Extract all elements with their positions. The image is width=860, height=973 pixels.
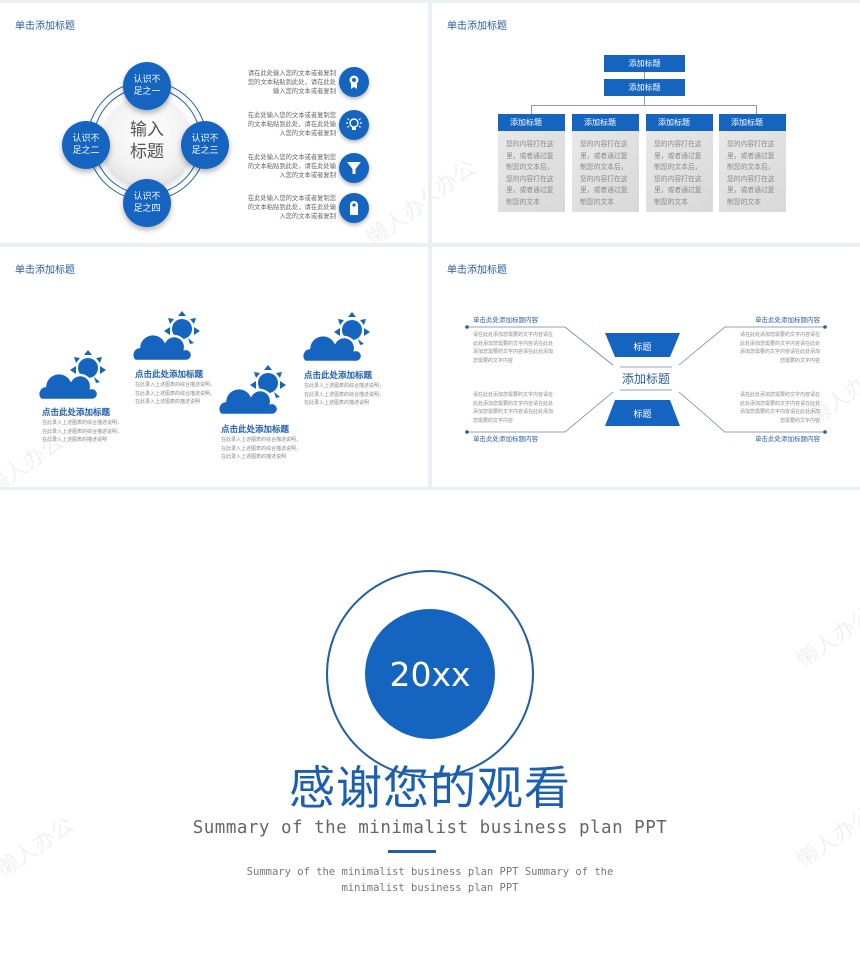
cloud-sun-icon bbox=[300, 312, 370, 364]
org-card-head[interactable]: 添加标题 bbox=[719, 114, 786, 131]
quadrant-body[interactable]: 请在此处添加您需要的文字内容请在此处添加您需要的文字内容请在此处添加您需要的文字… bbox=[739, 392, 820, 424]
summary-description[interactable]: Summary of the minimalist business plan … bbox=[246, 866, 614, 894]
cloud-desc[interactable]: 在此录入上述图表的综合描述说明，在此录入上述图表的综合描述说明，在此录入上述图表… bbox=[304, 383, 385, 406]
quadrant-body[interactable]: 请在此处添加您需要的文字内容请在此处添加您需要的文字内容请在此处添加您需要的文字… bbox=[473, 332, 554, 364]
item-text-4[interactable]: 在此处输入您的文本或者复制您 的文本粘贴到此处，请在此处输 入您的文本或者复制 bbox=[247, 195, 336, 220]
quadrant-heading[interactable]: 单击此处添加标题内容 bbox=[473, 316, 538, 324]
item-text-2[interactable]: 在此处输入您的文本或者复制您 的文本粘贴到此处，请在此处输 入您的文本或者复制 bbox=[247, 112, 336, 137]
bubble-1[interactable]: 认识不足之一 bbox=[123, 62, 171, 110]
org-card-head[interactable]: 添加标题 bbox=[646, 114, 713, 131]
slide-title[interactable]: 单击添加标题 bbox=[447, 21, 507, 32]
center-label[interactable]: 输入 标题 bbox=[130, 120, 164, 162]
award-ribbon-icon bbox=[339, 67, 369, 97]
funnel-icon bbox=[339, 153, 369, 183]
org-card-body[interactable]: 您的内容打在这里，或者通过复制您的文本后，您的内容打在这里，或者通过复制您的文本 bbox=[572, 131, 639, 212]
slide-grid: 单击添加标题 输入 标题 认识不足之一 认识不足之二 认识不足之三 认识不足之四… bbox=[0, 0, 860, 490]
watermark: 懒人办公 bbox=[362, 180, 428, 243]
summary-subtitle[interactable]: Summary of the minimalist business plan … bbox=[192, 818, 668, 838]
cloud-heading[interactable]: 点击此处添加标题 bbox=[304, 371, 373, 381]
watermark: 懒人办公 bbox=[432, 155, 481, 227]
connector-lines bbox=[465, 325, 827, 434]
center-disk bbox=[102, 96, 192, 186]
cloud-heading[interactable]: 点击此处添加标题 bbox=[42, 408, 111, 418]
divider bbox=[388, 850, 436, 853]
item-text-3[interactable]: 在此处输入您的文本或者复制您 的文本粘贴到此处，请在此处输 入您的文本或者复制 bbox=[247, 154, 336, 179]
bubble-4[interactable]: 认识不足之四 bbox=[123, 179, 171, 227]
slide-thank-you[interactable]: 20xx 感谢您的观看 Summary of the minimalist bu… bbox=[0, 490, 860, 973]
slide-title[interactable]: 单击添加标题 bbox=[447, 265, 507, 276]
lightbulb-icon bbox=[339, 110, 369, 140]
cloud-heading[interactable]: 点击此处添加标题 bbox=[135, 370, 204, 380]
thank-you-title[interactable]: 感谢您的观看 bbox=[289, 761, 571, 815]
bottom-trapezoid bbox=[605, 400, 680, 426]
year-text[interactable]: 20xx bbox=[389, 654, 471, 694]
year-badge: 20xx bbox=[365, 609, 495, 739]
org-card-head[interactable]: 添加标题 bbox=[498, 114, 565, 131]
cloud-desc[interactable]: 在此录入上述图表的综合描述说明，在此录入上述图表的综合描述说明，在此录入上述图表… bbox=[42, 420, 123, 443]
org-top-box[interactable]: 添加标题 bbox=[604, 55, 685, 72]
slide-title[interactable]: 单击添加标题 bbox=[15, 265, 75, 276]
connector bbox=[756, 105, 757, 114]
connector bbox=[531, 105, 532, 114]
org-card-head[interactable]: 添加标题 bbox=[572, 114, 639, 131]
connector bbox=[644, 96, 645, 105]
quadrant-body[interactable]: 请在此处添加您需要的文字内容请在此处添加您需要的文字内容请在此处添加您需要的文字… bbox=[473, 392, 554, 424]
org-second-box[interactable]: 添加标题 bbox=[604, 79, 685, 96]
cloud-heading[interactable]: 点击此处添加标题 bbox=[221, 425, 290, 435]
slide-cycle-diagram[interactable]: 单击添加标题 输入 标题 认识不足之一 认识不足之二 认识不足之三 认识不足之四… bbox=[0, 3, 428, 243]
item-text-1[interactable]: 请在此处输入您的文本或者复制 您的文本粘贴到此处，请在此处 输入您的文本或者复制 bbox=[247, 70, 336, 95]
cloud-sun-icon bbox=[130, 311, 200, 363]
org-card-body[interactable]: 您的内容打在这里，或者通过复制您的文本后，您的内容打在这里，或者通过复制您的文本 bbox=[719, 131, 786, 212]
quadrant-heading[interactable]: 单击此处添加标题内容 bbox=[755, 435, 820, 443]
bubble-3[interactable]: 认识不足之三 bbox=[181, 121, 229, 169]
cloud-sun-icon bbox=[36, 350, 106, 402]
org-card-body[interactable]: 您的内容打在这里，或者通过复制您的文本后，您的内容打在这里，或者通过复制您的文本 bbox=[646, 131, 713, 212]
watermark: 懒人办公 bbox=[792, 602, 860, 674]
door-hanger-icon bbox=[339, 193, 369, 223]
cloud-desc[interactable]: 在此录入上述图表的综合描述说明，在此录入上述图表的综合描述说明，在此录入上述图表… bbox=[135, 382, 216, 405]
bottom-trapezoid-label[interactable]: 标题 bbox=[633, 410, 652, 420]
connector-horizontal bbox=[531, 105, 757, 106]
outer-ring bbox=[326, 570, 534, 778]
cloud-sun-icon bbox=[216, 365, 286, 417]
slide-org-chart[interactable]: 单击添加标题 添加标题 添加标题 添加标题 您的内容打在这里，或者通过复制您的文… bbox=[432, 3, 860, 243]
slide-hourglass-diagram[interactable]: 单击添加标题 标题 标题 添加标题 单击此处添加标题内容 请在此处添加您需要的文… bbox=[432, 247, 860, 487]
org-card-body[interactable]: 您的内容打在这里，或者通过复制您的文本后，您的内容打在这里，或者通过复制您的文本 bbox=[498, 131, 565, 212]
top-trapezoid bbox=[605, 333, 680, 357]
cloud-desc[interactable]: 在此录入上述图表的综合描述说明，在此录入上述图表的综合描述说明，在此录入上述图表… bbox=[221, 437, 302, 460]
quadrant-heading[interactable]: 单击此处添加标题内容 bbox=[473, 435, 538, 443]
bubble-2[interactable]: 认识不足之二 bbox=[62, 121, 110, 169]
center-title[interactable]: 添加标题 bbox=[621, 372, 670, 386]
quadrant-heading[interactable]: 单击此处添加标题内容 bbox=[755, 316, 820, 324]
slide-title[interactable]: 单击添加标题 bbox=[15, 21, 75, 32]
connector bbox=[644, 72, 645, 79]
slide-weather-icons[interactable]: 单击添加标题 点击此处添加标题 在此录入上述图表的综合描述说明，在此录入上述图表… bbox=[0, 247, 428, 487]
top-trapezoid-label[interactable]: 标题 bbox=[633, 343, 652, 353]
quadrant-body[interactable]: 请在此处添加您需要的文字内容请在此处添加您需要的文字内容请在此处添加您需要的文字… bbox=[739, 332, 820, 364]
